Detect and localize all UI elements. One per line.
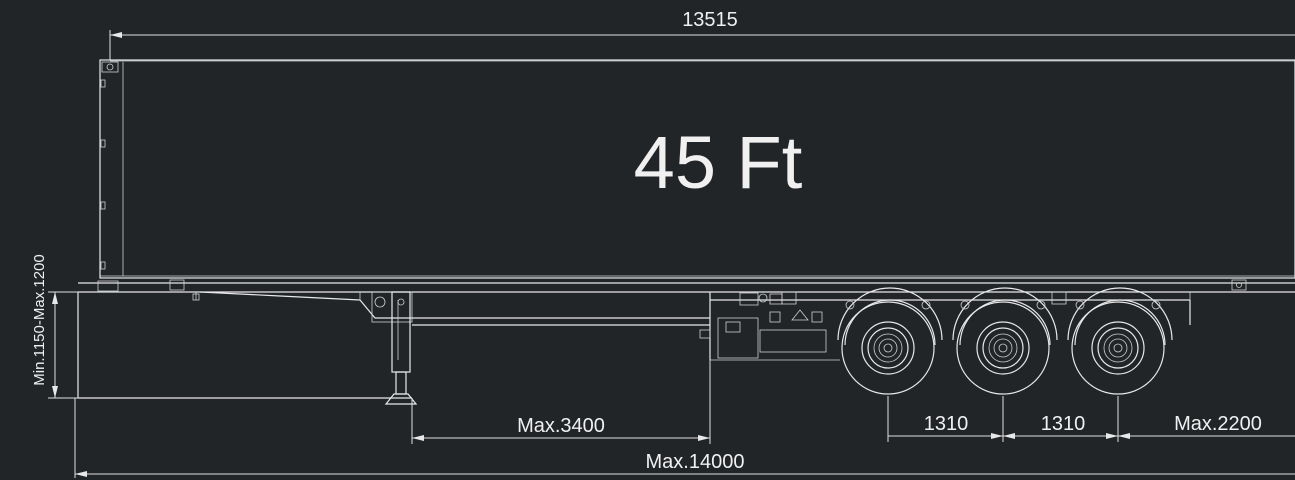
suspension-equipment — [699, 291, 1067, 361]
container-size-label: 45 Ft — [634, 121, 803, 204]
trailer-chassis — [77, 279, 1295, 399]
landing-gear — [371, 291, 418, 405]
axle-spacing-2-label: 1310 — [1041, 413, 1086, 435]
front-overhang-label: Max.3400 — [517, 415, 605, 437]
container-body: 45 Ft — [99, 59, 1295, 279]
container-length-dimension: 13515 — [109, 9, 1295, 60]
overall-length-label: Max.14000 — [646, 451, 745, 473]
axle-2-wheel — [952, 287, 1058, 395]
coupling-height-label: Min.1150-Max.1200 — [31, 254, 48, 385]
container-length-label: 13515 — [682, 9, 738, 31]
coupling-height-dimension: Min.1150-Max.1200 — [31, 254, 80, 399]
axle-3-wheel — [1067, 287, 1173, 395]
axle-spacing-1-label: 1310 — [924, 413, 969, 435]
overall-length-dimension: Max.14000 — [74, 398, 1295, 478]
axle-spacing-dimension: 1310 1310 Max.2200 — [887, 396, 1295, 442]
rear-overhang-label: Max.2200 — [1174, 413, 1262, 435]
axle-1-wheel — [837, 287, 943, 395]
front-overhang-dimension: Max.3400 — [411, 360, 711, 444]
